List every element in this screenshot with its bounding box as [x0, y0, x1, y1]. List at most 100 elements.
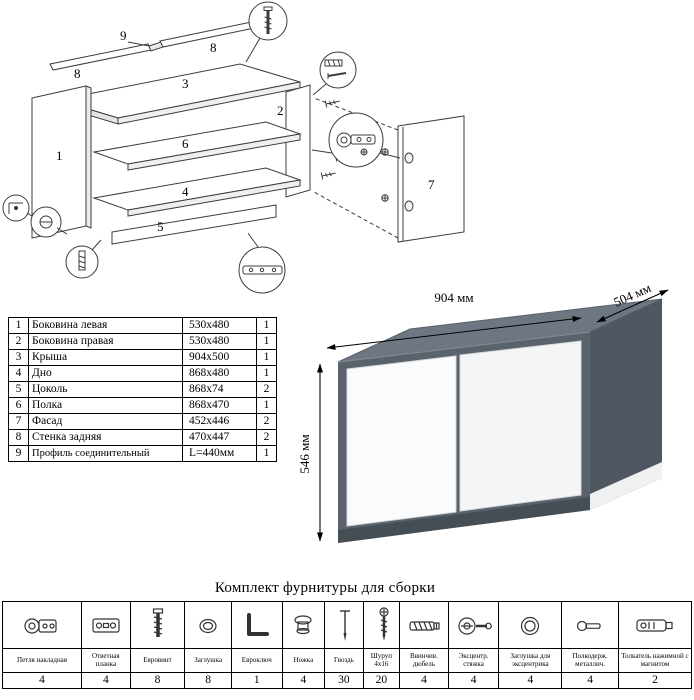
hinge-icon [24, 617, 57, 634]
hardware-item-qty: 4 [281, 672, 326, 689]
hardware-item-name: Толкатель нажимной с магнитом [617, 648, 693, 673]
callout-connector-profile [238, 232, 286, 294]
part-number: 3 [8, 349, 29, 366]
cabinet-3d-render: 904 мм 504 мм 546 мм [300, 282, 669, 543]
part-qty: 2 [256, 429, 277, 446]
parts-row: 6 Полка 868x470 1 [8, 397, 277, 414]
parts-row: 1 Боковина левая 530x480 1 [8, 317, 277, 334]
part-name: Стенка задняя [28, 429, 183, 446]
part-number: 4 [8, 365, 29, 382]
part-number: 9 [8, 445, 29, 462]
hardware-item-qty: 8 [184, 672, 232, 689]
hardware-item-qty: 4 [447, 672, 500, 689]
hardware-kit-title: Комплект фурнитуры для сборки [214, 580, 436, 596]
plinth-panel [111, 204, 277, 245]
hardware-item-qty: 4 [561, 672, 619, 689]
label-part-6: 6 [182, 136, 189, 151]
label-part-5: 5 [157, 219, 164, 234]
dimension-lines [317, 289, 669, 542]
cam-cap-icon [521, 616, 540, 635]
hardware-item-name: Эксцентр. стяжка [447, 648, 500, 673]
left-side-panel [31, 85, 92, 239]
part-number-labels: 9 8 8 3 1 2 6 4 5 7 [56, 28, 435, 234]
part-number: 1 [8, 317, 29, 334]
part-size: 868x470 [182, 397, 257, 414]
hardware-item-qty: 20 [362, 672, 401, 689]
part-number: 2 [8, 333, 29, 350]
callout-hinge-detail [311, 112, 401, 168]
callout-corner-bracket [2, 194, 39, 222]
part-number: 8 [8, 429, 29, 446]
shelf-panel [92, 121, 302, 171]
part-number: 5 [8, 381, 29, 398]
label-part-8a: 8 [74, 66, 81, 81]
part-qty: 1 [256, 333, 277, 350]
part-qty: 1 [256, 397, 277, 414]
hardware-icon-row [1, 601, 693, 649]
label-part-8b: 8 [210, 40, 217, 55]
hardware-item-qty: 1 [230, 672, 283, 689]
cabinet-plinth-side [590, 462, 662, 510]
screw-in-dowel-icon [409, 620, 440, 631]
leg-icon [294, 614, 312, 634]
hardware-item-name: Заглушка [184, 648, 232, 673]
hardware-item-qty: 8 [129, 672, 186, 689]
hardware-name-row: Петля накладная Ответная планка Евровинт… [1, 648, 693, 673]
parts-row: 2 Боковина правая 530x480 1 [8, 333, 277, 350]
hardware-item-qty: 4 [81, 672, 131, 689]
label-part-4: 4 [182, 184, 189, 199]
parts-row: 4 Дно 868x480 1 [8, 365, 277, 382]
hardware-item-name: Заглушка для эксцентрика [498, 648, 563, 673]
hardware-item-qty: 4 [498, 672, 563, 689]
hardware-item-name: Шуруп 4x16 [362, 648, 401, 673]
nail-icon [340, 609, 351, 641]
cap-icon [199, 618, 217, 633]
hardware-item-name: Петля накладная [1, 648, 83, 673]
part-name: Фасад [28, 413, 183, 430]
confirmat-screw-icon [152, 607, 163, 637]
callout-confirmat-screw [245, 1, 288, 63]
callout-cam-detail [30, 206, 68, 238]
parts-row: 5 Цоколь 868x74 2 [8, 381, 277, 398]
top-panel [57, 63, 301, 125]
right-side-panel [285, 84, 311, 198]
bottom-panel [92, 167, 302, 217]
part-size: 530x480 [182, 317, 257, 334]
width-dimension-label: 904 мм [434, 290, 473, 305]
front-door-panel [397, 115, 465, 243]
parts-row: 3 Крыша 904x500 1 [8, 349, 277, 366]
callout-dowel-vertical [65, 239, 102, 279]
cabinet-right-door [459, 340, 582, 512]
hardware-item-qty: 4 [399, 672, 449, 689]
part-qty: 1 [256, 349, 277, 366]
part-size: 530x480 [182, 333, 257, 350]
part-size: 452x446 [182, 413, 257, 430]
hardware-qty-row: 4 4 8 8 1 4 30 20 4 4 4 4 2 [1, 672, 693, 689]
cabinet-plinth-front [338, 497, 590, 543]
height-dimension-label: 546 мм [300, 434, 312, 473]
parts-row: 8 Стенка задняя 470x447 2 [8, 429, 277, 446]
part-name: Цоколь [28, 381, 183, 398]
cabinet-left-door [346, 355, 457, 527]
hardware-item-qty: 30 [324, 672, 364, 689]
parts-row: 9 Профиль соединительный L=440мм 1 [8, 445, 277, 462]
push-latch-icon [636, 618, 673, 632]
hardware-item-name: Полкодерж. металлич. [561, 648, 619, 673]
hardware-item-name: Евроключ [230, 648, 283, 673]
parts-row: 7 Фасад 452x446 2 [8, 413, 277, 430]
hardware-item-qty: 4 [1, 672, 83, 689]
label-part-1: 1 [56, 148, 63, 163]
shelf-support-icon [576, 620, 601, 631]
part-name: Дно [28, 365, 183, 382]
part-qty: 1 [256, 317, 277, 334]
screw-icon [379, 606, 389, 641]
hardware-table: Петля накладная Ответная планка Евровинт… [1, 601, 693, 689]
cabinet-body [337, 298, 663, 543]
depth-dimension-line [596, 289, 669, 323]
hardware-item-name: Евровинт [129, 648, 186, 673]
hardware-item-name: Гвоздь [324, 648, 364, 673]
part-size: L=440мм [182, 445, 257, 462]
part-size: 868x480 [182, 365, 257, 382]
strike-plate-icon [92, 617, 120, 633]
label-part-7: 7 [428, 177, 435, 192]
